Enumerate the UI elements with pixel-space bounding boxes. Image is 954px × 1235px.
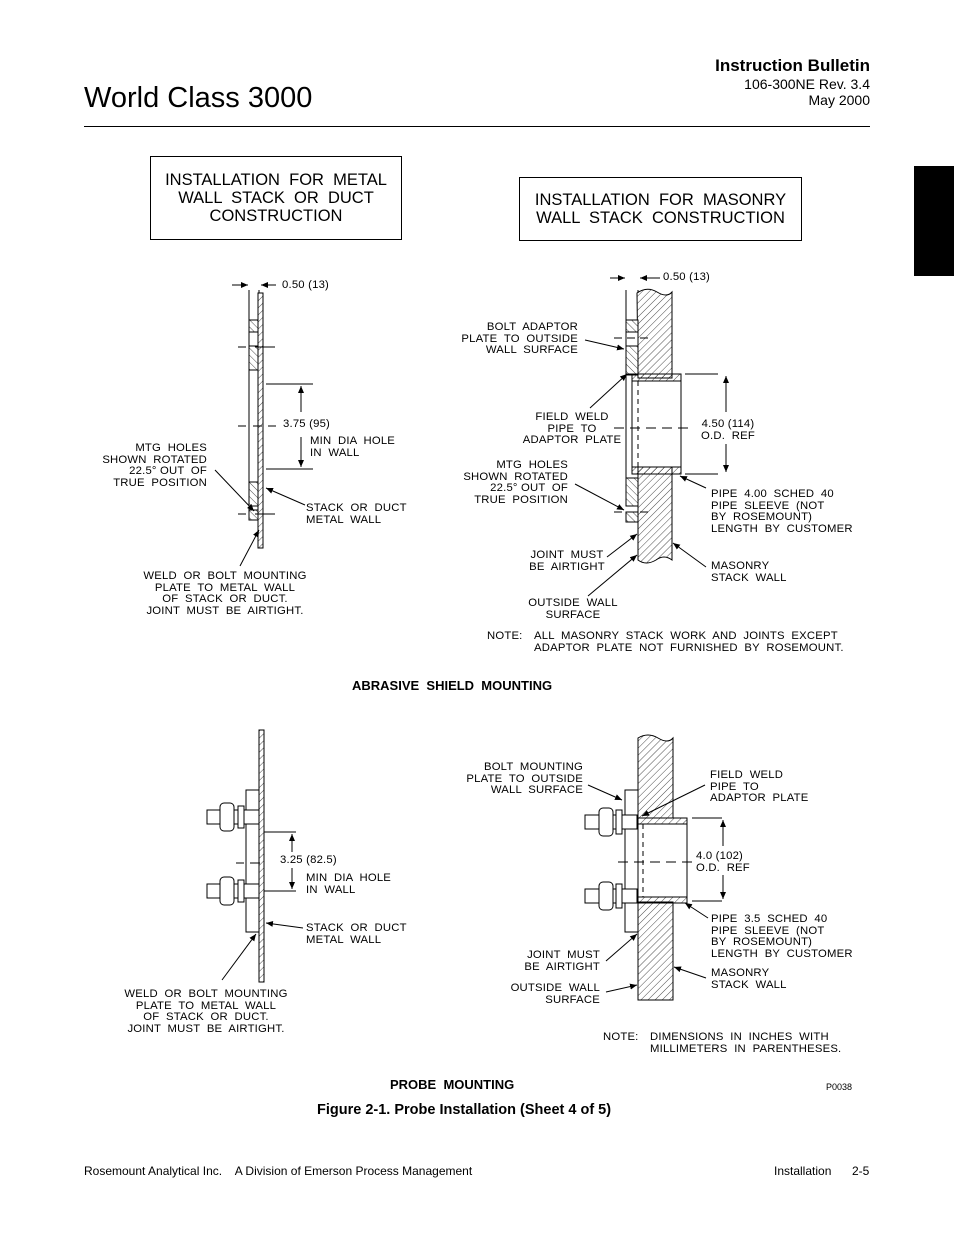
abrasive-metal-hole-dim: 3.75 (95): [283, 418, 331, 430]
abrasive-masonry-pipe-note: PIPE 4.00 SCHED 40 PIPE SLEEVE (NOT BY R…: [711, 488, 853, 535]
probe-metal-wall-drawing: [206, 729, 304, 983]
document-header-info: Instruction Bulletin 106-300NE Rev. 3.4 …: [715, 56, 870, 108]
footer-company: Rosemount Analytical Inc. A Division of …: [84, 1164, 473, 1178]
probe-masonry-bolt-mounting-label: BOLT MOUNTING PLATE TO OUTSIDE WALL SURF…: [466, 761, 583, 796]
masonry-wall-section-box: INSTALLATION FOR MASONRY WALL STACK CONS…: [519, 177, 802, 241]
abrasive-metal-thickness-dim: 0.50 (13): [282, 279, 330, 291]
metal-wall-section: [257, 292, 264, 549]
bulletin-label: Instruction Bulletin: [715, 56, 870, 75]
figure-caption: Figure 2-1. Probe Installation (Sheet 4 …: [317, 1102, 612, 1118]
probe-masonry-wall-drawing: [584, 734, 726, 1001]
abrasive-masonry-bolt-adaptor-label: BOLT ADAPTOR PLATE TO OUTSIDE WALL SURFA…: [461, 321, 578, 356]
section-thumb-tab: [914, 166, 954, 276]
abrasive-metal-wall-drawing: [214, 282, 313, 567]
abrasive-metal-stack-wall-label: STACK OR DUCT METAL WALL: [306, 502, 407, 526]
abrasive-masonry-wall-label: MASONRY STACK WALL: [711, 560, 787, 584]
abrasive-metal-weld-note: WELD OR BOLT MOUNTING PLATE TO METAL WAL…: [143, 570, 307, 617]
document-title: World Class 3000: [84, 82, 313, 114]
probe-masonry-note-label: NOTE:: [603, 1031, 639, 1043]
header-divider: [84, 126, 870, 127]
abrasive-masonry-note-label: NOTE:: [487, 630, 523, 642]
document-date: May 2000: [808, 92, 870, 108]
probe-mounting-caption: PROBE MOUNTING: [390, 1077, 515, 1092]
footer-page-number: 2-5: [852, 1164, 870, 1178]
abrasive-shield-caption: ABRASIVE SHIELD MOUNTING: [352, 678, 553, 693]
abrasive-masonry-od-dim: 4.50 (114) O.D. REF: [701, 418, 755, 442]
masonry-wall-section-title: INSTALLATION FOR MASONRY WALL STACK CONS…: [534, 191, 787, 227]
probe-masonry-field-weld-label: FIELD WELD PIPE TO ADAPTOR PLATE: [710, 769, 809, 804]
abrasive-masonry-field-weld-label: FIELD WELD PIPE TO ADAPTOR PLATE: [522, 411, 622, 446]
probe-masonry-od-dim: 4.0 (102) O.D. REF: [696, 850, 750, 874]
probe-metal-min-dia-label: MIN DIA HOLE IN WALL: [306, 872, 392, 896]
abrasive-masonry-joint-label: JOINT MUST BE AIRTIGHT: [529, 549, 605, 573]
abrasive-metal-mtg-holes-label: MTG HOLES SHOWN ROTATED 22.5° OUT OF TRU…: [102, 442, 207, 489]
probe-masonry-note-text: DIMENSIONS IN INCHES WITH MILLIMETERS IN…: [650, 1031, 842, 1055]
probe-metal-weld-note: WELD OR BOLT MOUNTING PLATE TO METAL WAL…: [124, 988, 288, 1035]
probe-masonry-joint-label: JOINT MUST BE AIRTIGHT: [524, 949, 600, 973]
probe-metal-stack-wall-label: STACK OR DUCT METAL WALL: [306, 922, 407, 946]
metal-wall-section-title: INSTALLATION FOR METAL WALL STACK OR DUC…: [165, 171, 387, 225]
drawing-id: P0038: [826, 1082, 853, 1092]
abrasive-masonry-wall-drawing: [574, 275, 729, 597]
probe-masonry-outside-wall-label: OUTSIDE WALL SURFACE: [510, 982, 600, 1006]
document-number: 106-300NE Rev. 3.4: [744, 76, 870, 92]
probe-metal-hole-dim: 3.25 (82.5): [280, 854, 337, 866]
abrasive-metal-min-dia-label: MIN DIA HOLE IN WALL: [310, 435, 396, 459]
probe-masonry-pipe-note: PIPE 3.5 SCHED 40 PIPE SLEEVE (NOT BY RO…: [711, 913, 853, 960]
footer-section: Installation: [774, 1164, 832, 1178]
metal-wall-section-box: INSTALLATION FOR METAL WALL STACK OR DUC…: [150, 156, 402, 240]
abrasive-masonry-outside-wall-label: OUTSIDE WALL SURFACE: [528, 597, 618, 621]
abrasive-masonry-thickness-dim: 0.50 (13): [663, 271, 711, 283]
abrasive-masonry-mtg-holes-label: MTG HOLES SHOWN ROTATED 22.5° OUT OF TRU…: [463, 459, 568, 506]
abrasive-masonry-note-text: ALL MASONRY STACK WORK AND JOINTS EXCEPT…: [534, 630, 844, 654]
probe-masonry-wall-label: MASONRY STACK WALL: [711, 967, 787, 991]
